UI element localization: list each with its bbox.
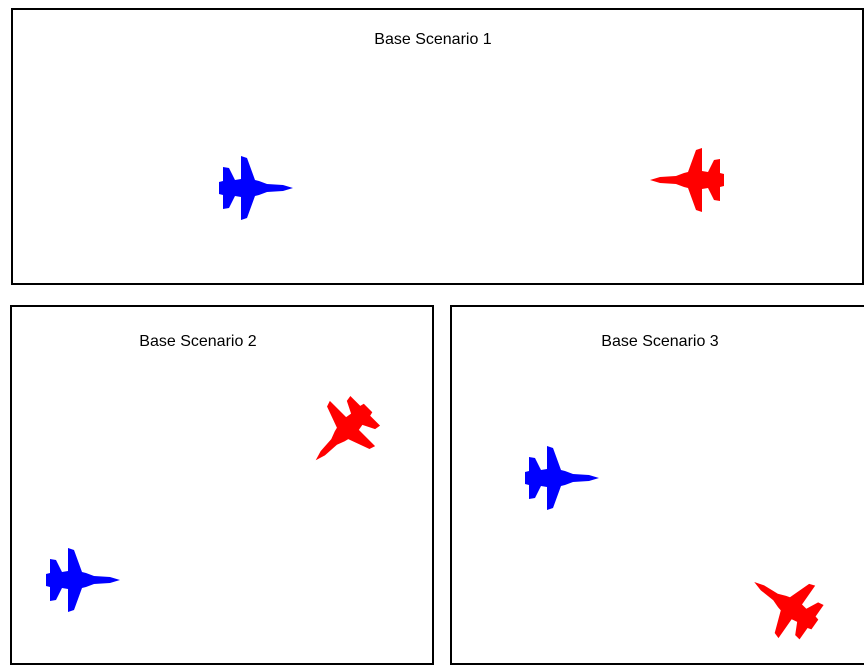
red-fighter-jet-icon	[304, 400, 384, 464]
scenario-panel-3: Base Scenario 3	[450, 305, 864, 665]
red-fighter-jet-icon	[747, 573, 827, 637]
blue-fighter-jet-icon	[519, 446, 599, 510]
scenario-panel-1: Base Scenario 1	[11, 8, 864, 285]
scenario-title: Base Scenario 3	[601, 333, 718, 351]
blue-fighter-jet-icon	[213, 156, 293, 220]
red-fighter-jet-icon	[650, 148, 730, 212]
blue-fighter-jet-icon	[40, 548, 120, 612]
scenario-title: Base Scenario 2	[139, 333, 256, 351]
scenario-title: Base Scenario 1	[374, 31, 491, 49]
scenario-panel-2: Base Scenario 2	[10, 305, 434, 665]
